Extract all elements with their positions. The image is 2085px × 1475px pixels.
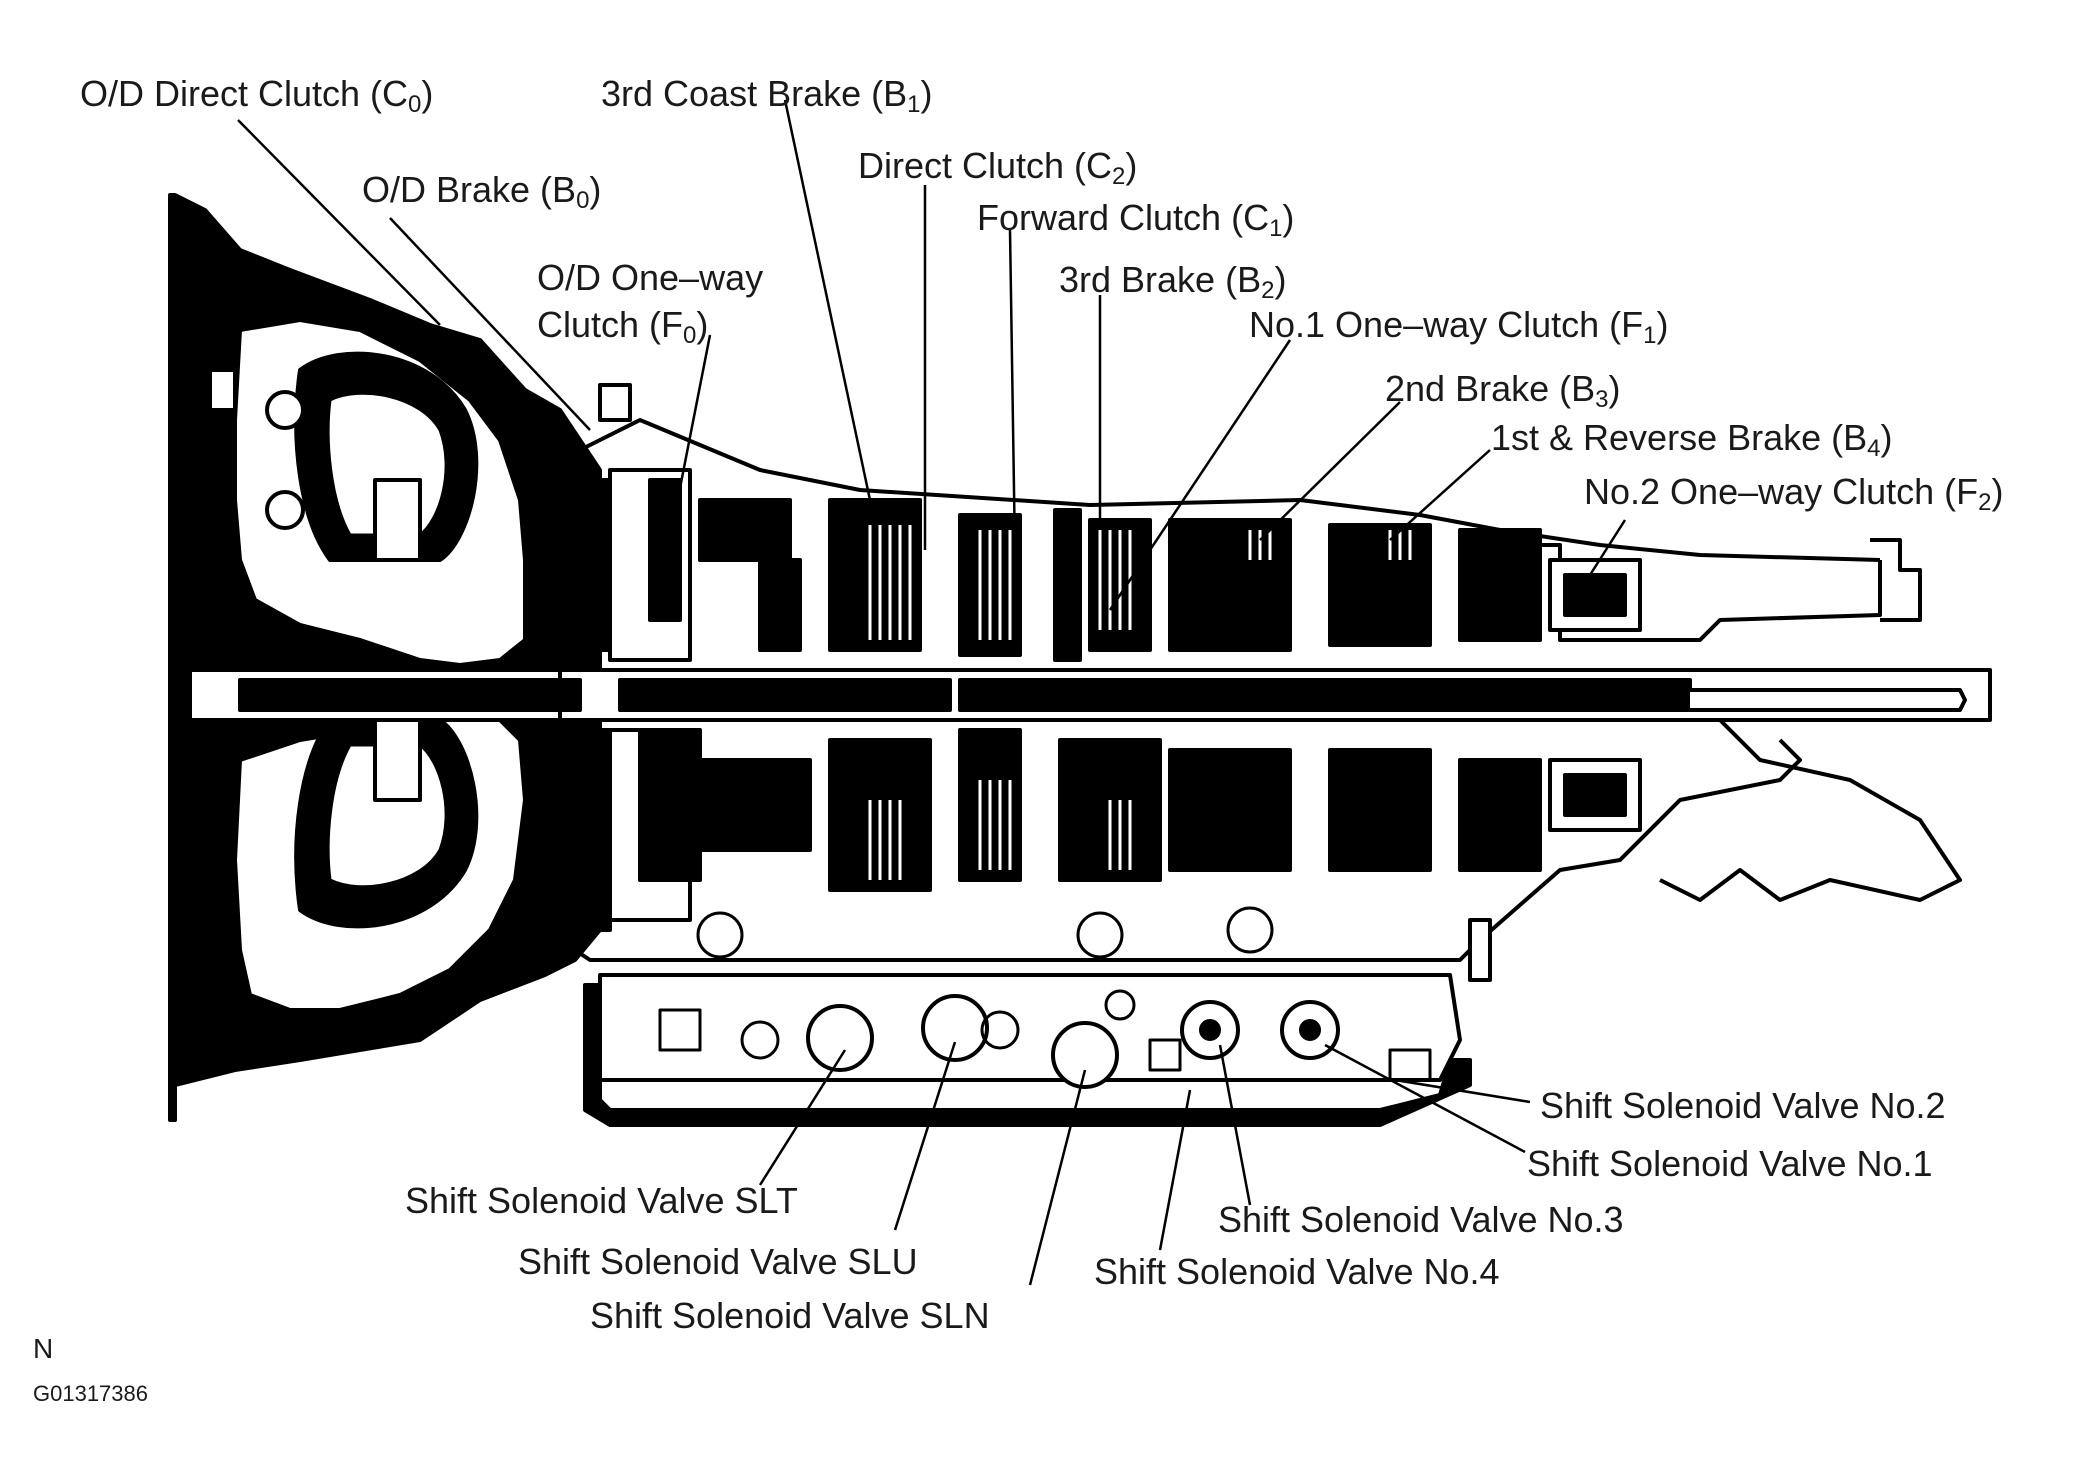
label-shift-solenoid-no4: Shift Solenoid Valve No.4 [1094,1254,1500,1290]
label-close: ) [696,304,709,345]
label-close: ) [1656,304,1669,345]
label-close: ) [1991,471,2004,512]
label-text: Shift Solenoid Valve SLN [590,1295,990,1336]
label-subscript: 0 [683,322,697,349]
label-text: Shift Solenoid Valve No.3 [1218,1199,1624,1240]
label-shift-solenoid-no3: Shift Solenoid Valve No.3 [1218,1202,1624,1238]
label-shift-solenoid-slt: Shift Solenoid Valve SLT [405,1183,798,1219]
label-subscript: 2 [1978,489,1992,516]
label-od-direct-clutch: O/D Direct Clutch (C0) [80,73,434,117]
label-shift-solenoid-no1: Shift Solenoid Valve No.1 [1527,1146,1933,1182]
label-close: ) [1125,145,1138,186]
sln-solenoid [1051,1021,1119,1089]
bolt-top [598,383,632,422]
valve-body-details [658,906,1432,1082]
bolt-lower [1468,918,1492,982]
label-shift-solenoid-sln: Shift Solenoid Valve SLN [590,1298,990,1334]
figure-id-text: G01317386 [33,1381,148,1406]
label-text: 3rd Coast Brake (B [601,73,908,114]
label-text: 3rd Brake (B [1059,259,1262,300]
figure-id: G01317386 [33,1383,148,1405]
clutch-plates-lower [868,780,1132,880]
label-close: ) [920,73,933,114]
label-text: Shift Solenoid Valve SLU [518,1241,918,1282]
label-1st-reverse-brake: 1st & Reverse Brake (B4) [1491,417,1893,461]
label-od-one-way-clutch-line2: Clutch (F0) [537,304,709,348]
main-case-top [539,418,1881,562]
lockup-upper-a [265,390,305,430]
label-3rd-coast-brake: 3rd Coast Brake (B1) [601,73,933,117]
no2-oneway-upper-inner [1563,573,1627,617]
label-subscript: 0 [408,91,422,118]
label-text: No.1 One–way Clutch (F [1249,304,1644,345]
slt-solenoid [806,1004,874,1072]
main-case-outline [558,470,1802,962]
label-forward-clutch: Forward Clutch (C1) [977,197,1295,241]
shaft-core-mid [618,678,952,712]
lockup-upper-b [265,490,305,530]
label-text: Shift Solenoid Valve No.2 [1540,1085,1946,1126]
label-direct-clutch: Direct Clutch (C2) [858,145,1138,189]
label-subscript: 2 [1261,277,1275,304]
label-text: 1st & Reverse Brake (B [1491,417,1868,458]
label-od-brake: O/D Brake (B0) [362,169,602,213]
label-text: Direct Clutch (C [858,145,1113,186]
label-od-one-way-clutch-line1: O/D One–way [537,260,763,296]
label-close: ) [1282,197,1295,238]
stator-lower [373,718,422,802]
label-text: O/D Brake (B [362,169,577,210]
footer-letter: N [33,1335,53,1363]
label-text: Clutch (F [537,304,684,345]
label-text: Shift Solenoid Valve No.4 [1094,1251,1500,1292]
label-subscript: 1 [1643,322,1657,349]
label-close: ) [1608,368,1621,409]
label-text: Shift Solenoid Valve SLT [405,1180,798,1221]
label-text: Shift Solenoid Valve No.1 [1527,1143,1933,1184]
label-2nd-brake: 2nd Brake (B3) [1385,368,1621,412]
clutch-packs-lower [638,728,1542,892]
label-text: O/D One–way [537,257,764,298]
oil-pump-upper [538,478,612,652]
label-close: ) [1274,259,1287,300]
clutch-packs-upper [648,478,1542,662]
label-subscript: 1 [907,91,921,118]
no2-oneway-lower-inner [1563,773,1627,817]
speedo-bracket [1870,538,1922,622]
rear-extension-upper [1540,543,1882,642]
oil-pump-lower [538,728,612,932]
label-text: 2nd Brake (B [1385,368,1596,409]
label-close: ) [589,169,602,210]
bolt-left [208,368,237,412]
label-subscript: 3 [1595,386,1609,413]
label-subscript: 1 [1269,215,1283,242]
shaft-core-left [238,678,582,712]
label-subscript: 2 [1112,163,1126,190]
stator-upper [373,478,422,562]
label-text: O/D Direct Clutch (C [80,73,409,114]
label-subscript: 4 [1867,435,1881,462]
shaft-core-right [958,678,1692,712]
output-shaft-end [1690,688,1967,712]
label-shift-solenoid-slu: Shift Solenoid Valve SLU [518,1244,918,1280]
label-subscript: 0 [576,187,590,214]
label-close: ) [1880,417,1893,458]
label-no1-one-way-clutch: No.1 One–way Clutch (F1) [1249,304,1669,348]
label-no2-one-way-clutch: No.2 One–way Clutch (F2) [1584,471,2004,515]
clutch-plates-upper [868,525,1412,640]
oil-pan [583,983,1472,1127]
label-text: No.2 One–way Clutch (F [1584,471,1979,512]
slu-solenoid [921,994,989,1062]
tailshaft-housing [1659,718,1962,902]
footer-letter-text: N [33,1333,54,1364]
label-text: Forward Clutch (C [977,197,1270,238]
label-close: ) [421,73,434,114]
label-shift-solenoid-no2: Shift Solenoid Valve No.2 [1540,1088,1946,1124]
leader-lines [237,99,1627,1286]
label-3rd-brake: 3rd Brake (B2) [1059,259,1287,303]
